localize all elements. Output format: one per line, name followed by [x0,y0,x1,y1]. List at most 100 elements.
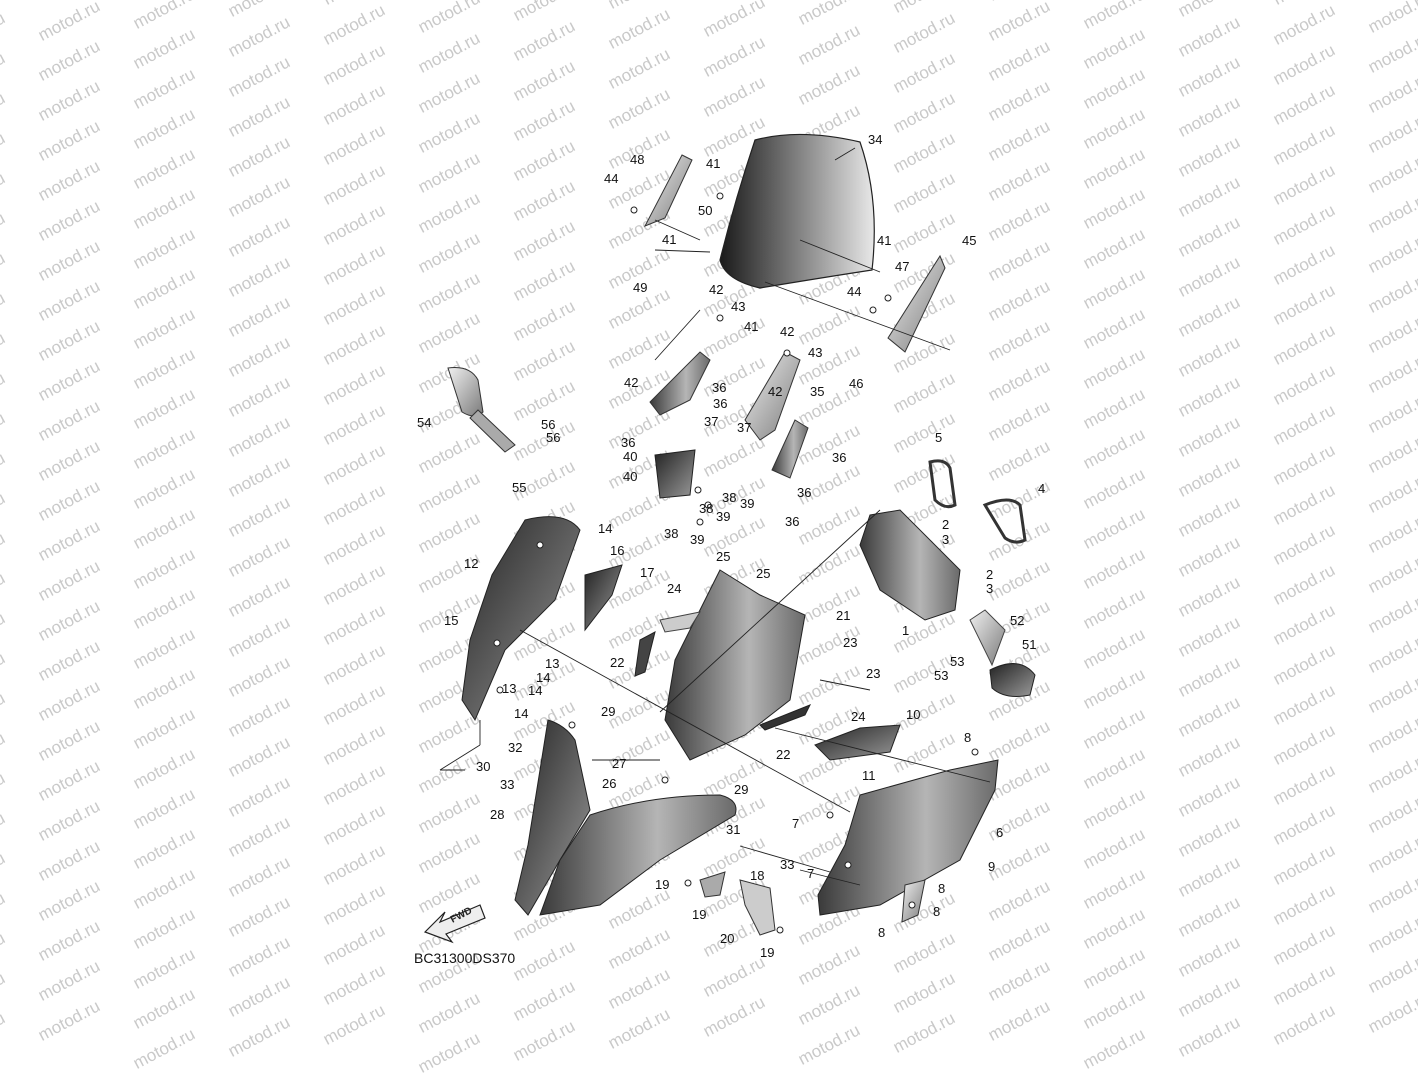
callout-38: 38 [722,490,737,505]
callout-36: 36 [621,435,636,450]
cover-10-part [814,724,901,761]
callout-13: 13 [545,656,560,671]
callout-47: 47 [895,259,910,274]
callout-43: 43 [808,345,823,360]
callout-10: 10 [906,707,921,722]
callout-14: 14 [528,683,543,698]
callout-12: 12 [464,556,479,571]
drawing-code: BC31300DS370 [414,950,516,966]
callout-37: 37 [704,414,719,429]
ring-cover-part [982,498,1027,544]
callout-35: 35 [810,384,825,399]
callout-9: 9 [988,859,996,874]
callout-40: 40 [623,449,638,464]
callout-8: 8 [933,904,941,919]
callout-11: 11 [862,768,876,783]
right-bracket-part [744,351,801,441]
callout-41: 41 [744,319,759,334]
callout-54: 54 [417,415,432,430]
callout-36: 36 [832,450,847,465]
callout-27: 27 [612,756,627,771]
callout-32: 32 [508,740,523,755]
fwd-arrow-icon [423,904,486,944]
callout-48: 48 [630,152,645,167]
callout-52: 52 [1010,613,1025,628]
callout-42: 42 [780,324,795,339]
callout-5: 5 [935,430,943,445]
callout-39: 39 [740,496,755,511]
callout-4: 4 [1038,481,1046,496]
callout-38: 38 [664,526,679,541]
callout-42: 42 [709,282,724,297]
leader-lines [439,147,991,886]
callout-14: 14 [536,670,551,685]
callout-42: 42 [768,384,783,399]
right-deflector-part [887,254,946,353]
callout-19: 19 [692,907,707,922]
fastener-markers [493,192,979,934]
callout-29: 29 [734,782,749,797]
bracket-19-part [699,871,726,898]
small-cover-9-part [901,879,926,923]
callout-19: 19 [655,877,670,892]
callout-21: 21 [836,608,851,623]
callout-24: 24 [667,581,682,596]
callout-13: 13 [502,681,517,696]
callout-23: 23 [843,635,858,650]
panel-16-part [584,564,623,632]
motor-unit-part [654,449,696,499]
callout-43: 43 [731,299,746,314]
callout-34: 34 [868,132,883,147]
callout-26: 26 [602,776,617,791]
right-stay-part [771,419,809,479]
callout-7: 7 [792,816,800,831]
callout-22: 22 [776,747,791,762]
callout-39: 39 [716,509,731,524]
brace-22-lower-part [759,704,812,731]
mirror-right-part [989,663,1036,697]
callout-14: 14 [598,521,613,536]
callout-36: 36 [712,380,727,395]
brace-22-upper-part [634,631,656,677]
callout-36: 36 [797,485,812,500]
callout-51: 51 [1022,637,1037,652]
callout-41: 41 [662,232,677,247]
callout-36: 36 [785,514,800,529]
callout-15: 15 [444,613,459,628]
callout-24: 24 [851,709,866,724]
left-deflector-part [643,154,693,227]
callout-31: 31 [726,822,741,837]
callout-14: 14 [514,706,529,721]
lower-cowl-right-part [539,794,737,916]
callout-8: 8 [938,881,946,896]
callout-33: 33 [500,777,515,792]
callout-1: 1 [902,623,910,638]
callout-53: 53 [950,654,965,669]
callout-38: 38 [699,501,714,516]
callout-2: 2 [942,517,950,532]
callout-56: 56 [546,430,561,445]
callout-3: 3 [942,532,950,547]
callout-37: 37 [737,420,752,435]
callout-42: 42 [624,375,639,390]
callout-2: 2 [986,567,994,582]
windscreen-part [719,133,875,289]
callout-41: 41 [706,156,721,171]
callout-22: 22 [610,655,625,670]
mirror-left-part [447,367,484,417]
callout-28: 28 [490,807,505,822]
callout-45: 45 [962,233,977,248]
callout-3: 3 [986,581,994,596]
callout-46: 46 [849,376,864,391]
small-cover-part [928,459,957,509]
callout-39: 39 [690,532,705,547]
callout-23: 23 [866,666,881,681]
callout-20: 20 [720,931,735,946]
callout-25: 25 [716,549,731,564]
mirror-right-base-part [969,609,1006,667]
left-bracket-part [649,351,711,416]
callout-36: 36 [713,396,728,411]
callout-29: 29 [601,704,616,719]
